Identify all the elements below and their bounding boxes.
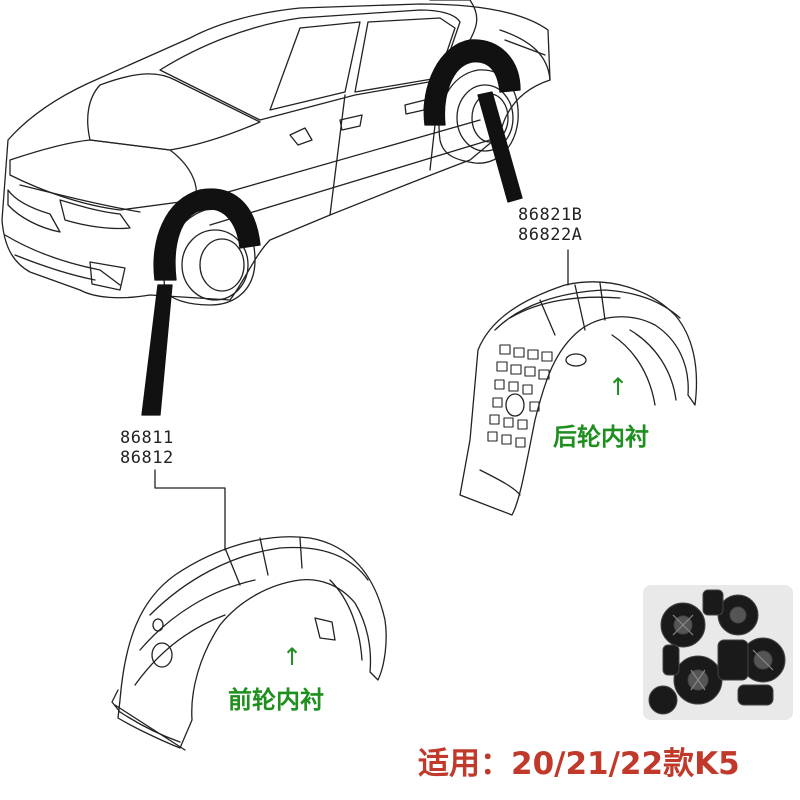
fitment-text: 适用：20/21/22款K5: [418, 746, 740, 782]
rear-part-number-1: 86821B: [518, 205, 583, 225]
rear-part-numbers: 86821B 86822A: [518, 205, 582, 245]
rear-part-number-2: 86822A: [518, 225, 583, 245]
front-leader-wedge: [141, 284, 173, 416]
rear-leader-wedge: [477, 91, 523, 203]
front-liner-illustration: [111, 536, 387, 751]
car-illustration: [1, 0, 551, 306]
front-liner-caption: 前轮内衬: [228, 686, 324, 714]
front-liner-arrow: ↑: [282, 643, 303, 671]
rear-liner-illustration: [459, 281, 698, 516]
rear-liner-caption: 后轮内衬: [553, 423, 649, 451]
front-part-number-2: 86812: [120, 448, 174, 468]
fastener-clips-image: [643, 585, 793, 720]
fastener-clips-photo: [643, 585, 793, 720]
front-part-numbers: 86811 86812: [120, 428, 174, 468]
rear-liner-arrow: ↑: [608, 373, 629, 401]
front-leader-line: [154, 469, 226, 551]
front-part-number-1: 86811: [120, 428, 174, 448]
